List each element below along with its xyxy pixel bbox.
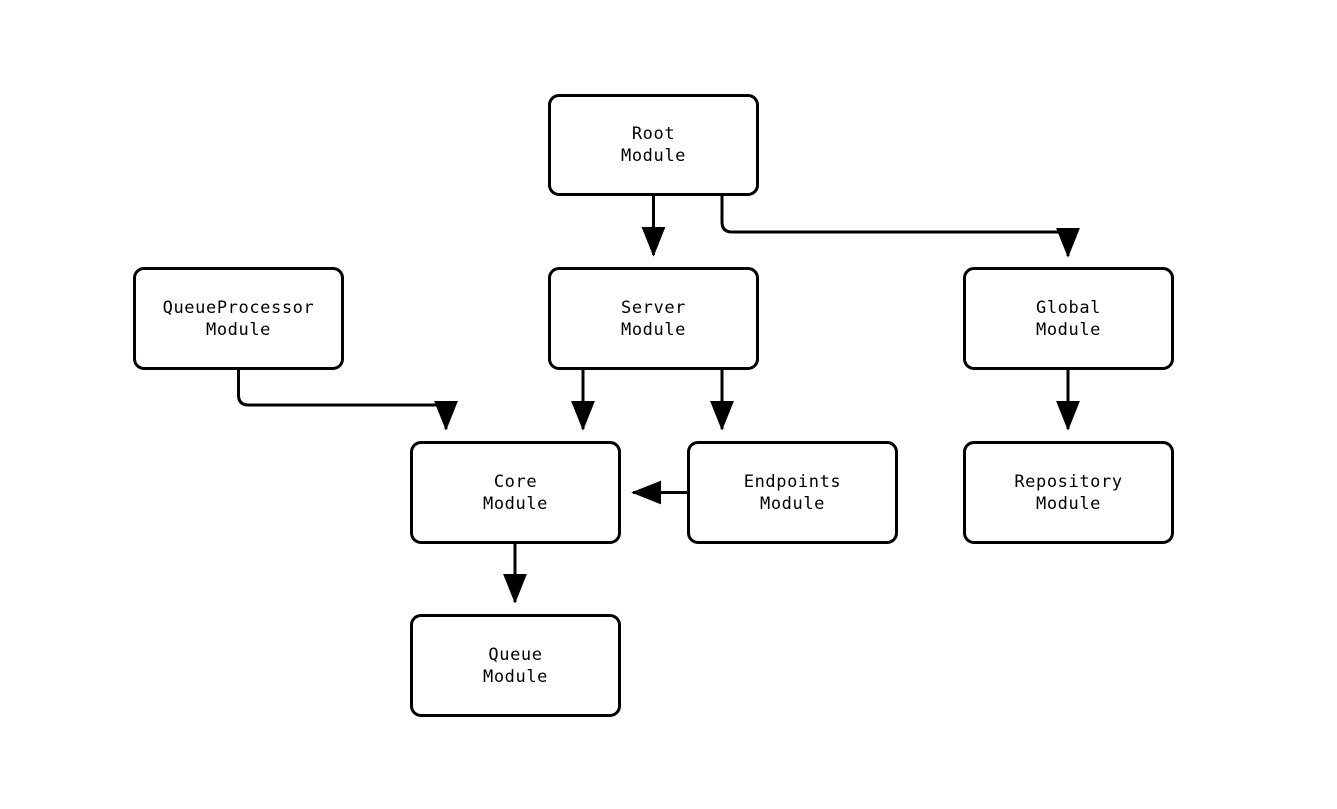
edge-queueprocessor-to-core (237, 370, 458, 431)
node-repository-module[interactable]: Repository Module (963, 441, 1174, 544)
node-queue-module[interactable]: Queue Module (410, 614, 621, 717)
node-endpoints-module[interactable]: Endpoints Module (687, 441, 898, 544)
node-label-line2: Module (759, 493, 825, 514)
node-label-line2: Module (482, 493, 548, 514)
node-root-module[interactable]: Root Module (548, 94, 759, 196)
node-server-module[interactable]: Server Module (548, 267, 759, 370)
node-label-line1: Core (493, 471, 538, 492)
node-label-line2: Module (482, 666, 548, 687)
node-label-line2: Module (1035, 319, 1101, 340)
node-global-module[interactable]: Global Module (963, 267, 1174, 370)
edge-root-to-global (720, 196, 1080, 258)
node-core-module[interactable]: Core Module (410, 441, 621, 544)
node-label-line1: Endpoints (743, 471, 842, 492)
node-label-line2: Module (620, 146, 686, 166)
node-label-line1: Global (1035, 297, 1101, 318)
node-label-line2: Module (620, 319, 686, 340)
node-queueprocessor-module[interactable]: QueueProcessor Module (133, 267, 344, 370)
node-label-line1: Queue (488, 644, 543, 665)
node-label-line2: Module (1035, 493, 1101, 514)
node-label-line1: Repository (1014, 471, 1123, 492)
node-label-line2: Module (205, 319, 271, 340)
node-label-line1: Server (620, 297, 686, 318)
node-label-line1: QueueProcessor (162, 297, 315, 318)
node-label-line1: Root (631, 124, 676, 144)
